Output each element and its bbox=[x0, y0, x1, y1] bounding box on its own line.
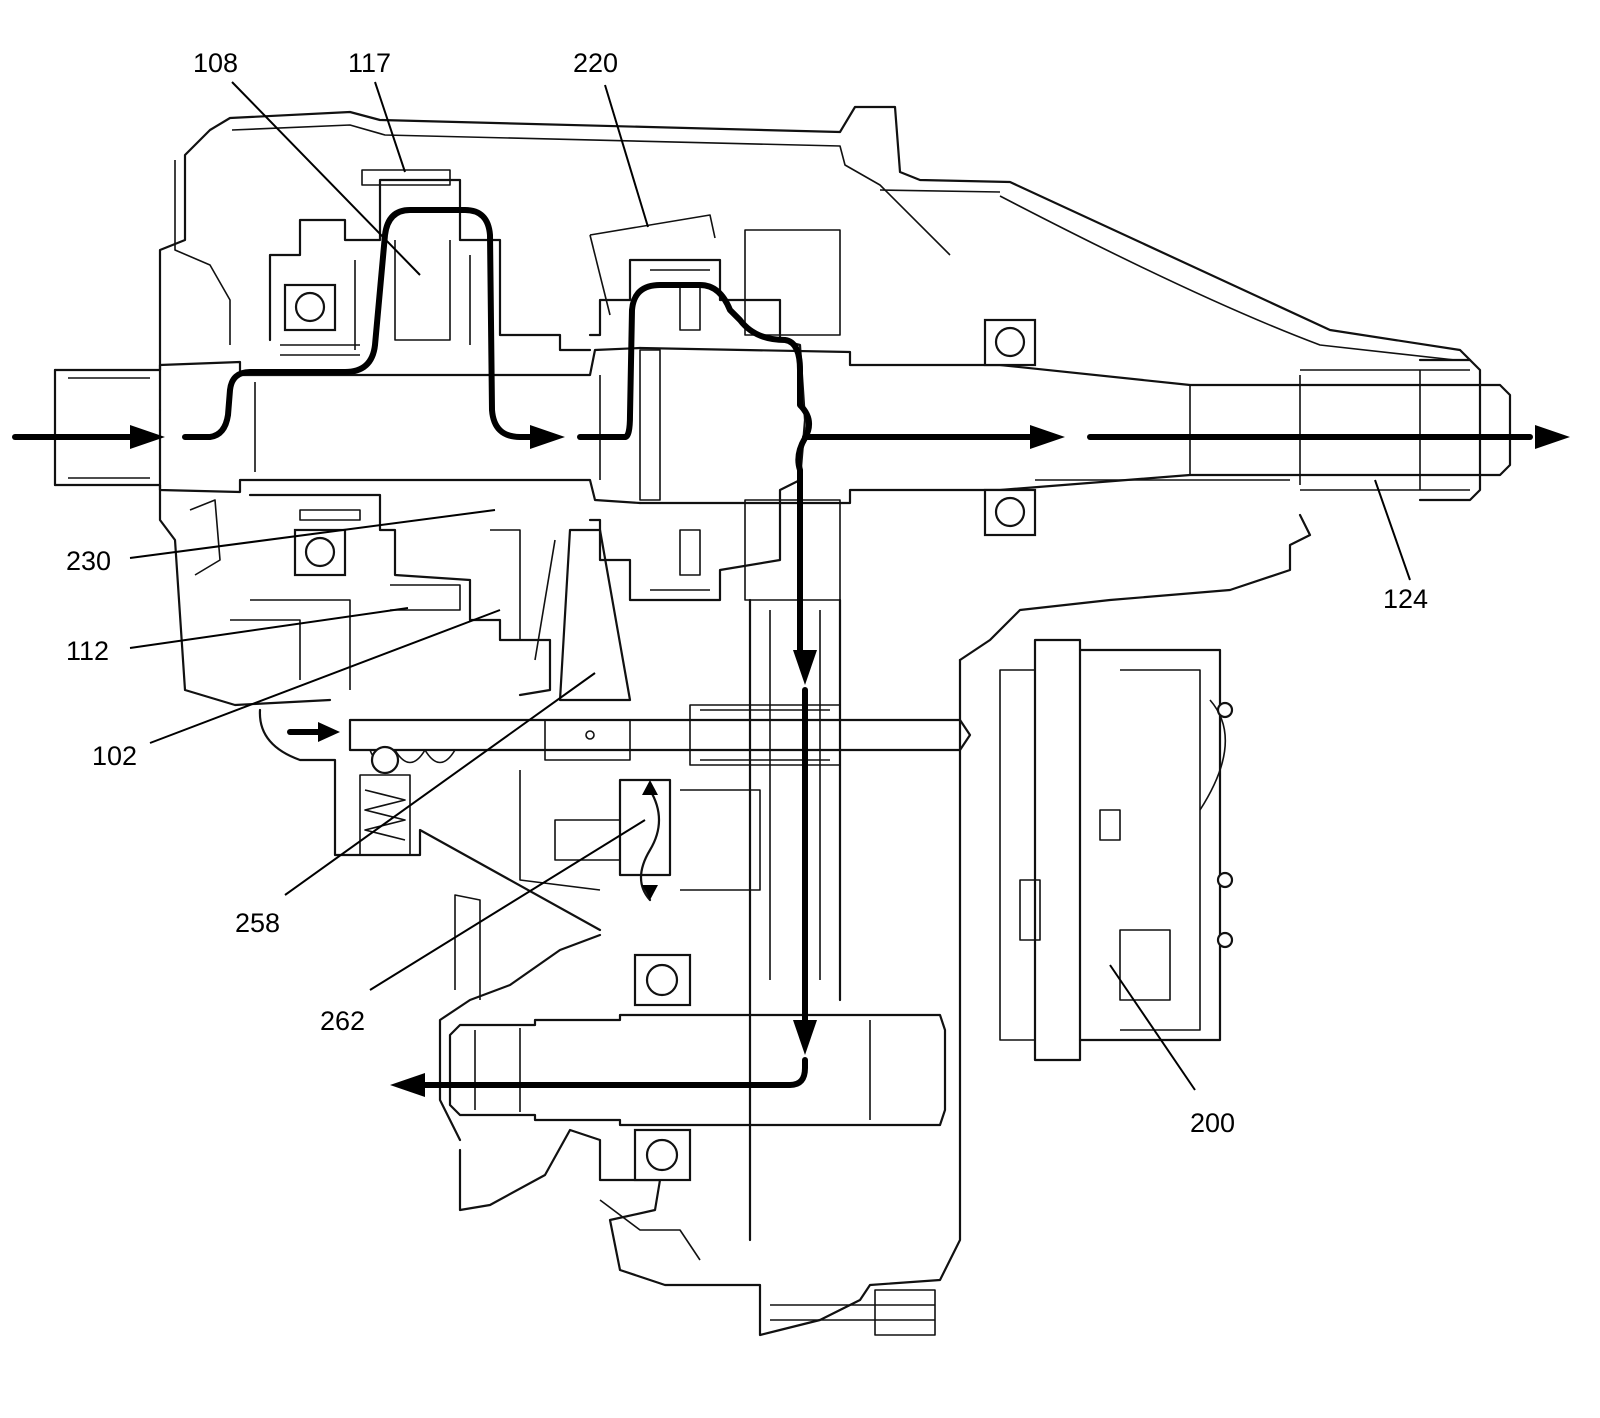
leader-230 bbox=[129, 509, 496, 559]
callout-258: 258 bbox=[235, 908, 280, 938]
arrow-mainshaft bbox=[530, 425, 565, 449]
arrow-rear-output bbox=[1535, 425, 1570, 449]
callout-112: 112 bbox=[66, 636, 109, 666]
housing-outline bbox=[158, 105, 1472, 1337]
callout-262: 262 bbox=[320, 1006, 365, 1036]
arrow-input bbox=[130, 425, 165, 449]
leader-124 bbox=[1374, 479, 1411, 581]
bearings bbox=[283, 283, 1037, 1182]
leader-108 bbox=[231, 81, 421, 276]
drive-sprocket bbox=[588, 214, 842, 1242]
arrow-front-output bbox=[390, 1073, 425, 1097]
callout-108: 108 bbox=[193, 48, 238, 78]
arrow-output-mid bbox=[1030, 425, 1065, 449]
callout-labels: 108 117 220 230 112 102 258 262 124 200 bbox=[66, 48, 1428, 1138]
leader-117 bbox=[374, 81, 406, 173]
arrow-cam-up bbox=[642, 780, 658, 795]
callout-124: 124 bbox=[1383, 584, 1428, 614]
input-mainshaft bbox=[53, 346, 1512, 505]
callout-117: 117 bbox=[348, 48, 391, 78]
leader-112 bbox=[129, 607, 409, 649]
arrow-chain-down bbox=[793, 650, 817, 685]
leader-220 bbox=[604, 84, 649, 228]
callout-200: 200 bbox=[1190, 1108, 1235, 1138]
arrow-shift-rail bbox=[318, 722, 340, 742]
leader-lines bbox=[129, 81, 1411, 1091]
power-flow-path bbox=[12, 207, 1533, 1088]
callout-230: 230 bbox=[66, 546, 111, 576]
leader-200 bbox=[1109, 964, 1196, 1091]
front-output-shaft bbox=[448, 1013, 947, 1127]
shift-cam bbox=[519, 770, 761, 902]
callout-220: 220 bbox=[573, 48, 618, 78]
arrow-cam-down bbox=[642, 885, 658, 900]
leader-262 bbox=[369, 819, 646, 991]
leader-102 bbox=[149, 609, 501, 744]
leader-258 bbox=[284, 672, 596, 896]
callout-102: 102 bbox=[92, 741, 137, 771]
flow-arrowheads bbox=[130, 425, 1570, 1097]
arrow-chain-lower bbox=[793, 1020, 817, 1055]
shift-rail bbox=[348, 528, 972, 856]
shift-motor bbox=[999, 638, 1234, 1062]
